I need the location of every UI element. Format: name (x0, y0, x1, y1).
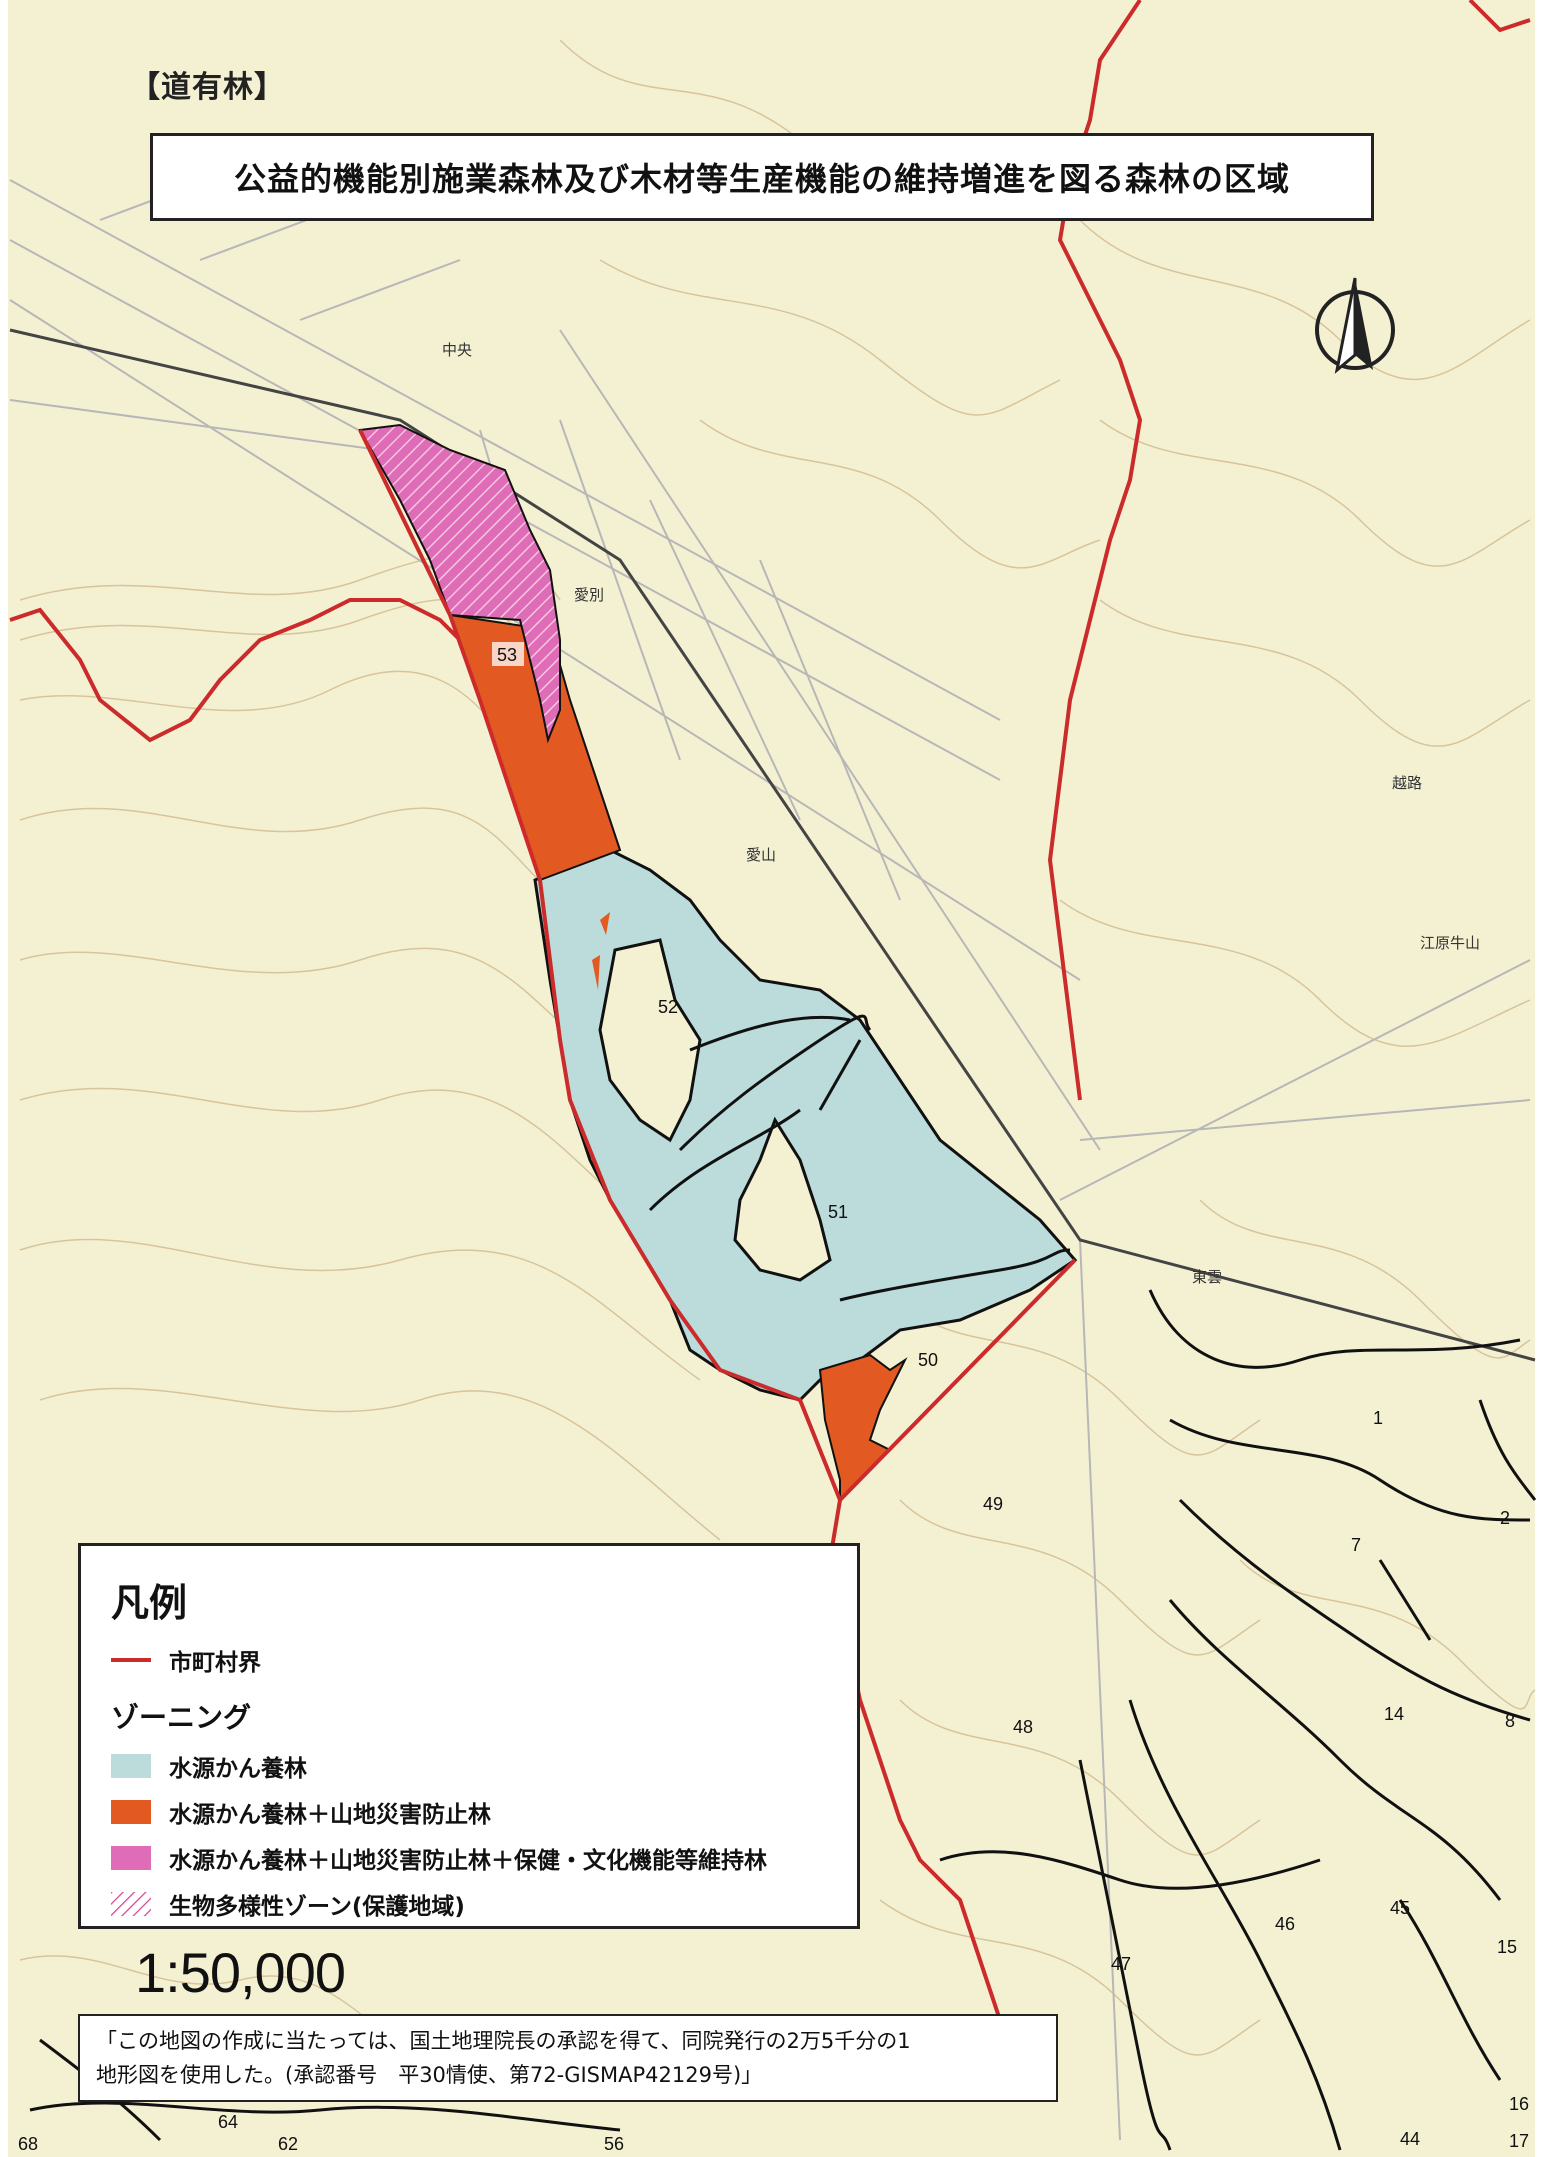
category-label: 【道有林】 (130, 70, 285, 105)
compartment-2: 2 (1500, 1508, 1510, 1528)
compartment-50: 50 (918, 1350, 938, 1370)
zone-water-disaster-health (358, 423, 561, 744)
legend-row-boundary: 市町村界 (111, 1642, 261, 1678)
legend-label-boundary: 市町村界 (169, 1650, 261, 1676)
map-title: 公益的機能別施業森林及び木材等生産機能の維持増進を図る森林の区域 (233, 160, 1290, 198)
legend-title: 凡例 (111, 1581, 188, 1625)
compartment-64: 64 (218, 2112, 238, 2132)
compartment-1: 1 (1373, 1408, 1383, 1428)
place-shinonome: 東雲 (1192, 1268, 1222, 1286)
compartment-labels: 53 52 51 50 49 48 47 46 45 1 2 7 8 14 15… (18, 642, 1529, 2154)
place-aibetsu: 愛別 (574, 586, 604, 604)
compartment-47: 47 (1111, 1954, 1131, 1974)
contour-lines (19, 39, 1536, 2061)
legend-row-biodiversity: 生物多様性ゾーン(保護地域) (111, 1886, 465, 1922)
compartment-49: 49 (983, 1494, 1003, 1514)
legend-row-water-source: 水源かん養林 (111, 1748, 307, 1784)
place-ebaraushi: 江原牛山 (1420, 934, 1480, 952)
zoning-areas (358, 423, 1078, 1701)
compartment-boundaries (29, 1289, 1537, 2151)
place-names: 中央 愛山 越路 東雲 愛別 江原牛山 (442, 341, 1480, 1286)
water-plus-disaster-swatch (111, 1800, 151, 1824)
compartment-68: 68 (18, 2134, 38, 2154)
compartment-14: 14 (1384, 1704, 1404, 1724)
water-disaster-health-swatch (111, 1846, 151, 1870)
compartment-45: 45 (1390, 1898, 1410, 1918)
legend-label-biodiversity: 生物多様性ゾーン(保護地域) (169, 1894, 465, 1920)
compartment-62: 62 (278, 2134, 298, 2154)
legend-row-water-disaster-health: 水源かん養林＋山地災害防止林＋保健・文化機能等維持林 (111, 1840, 767, 1876)
compartment-52: 52 (658, 997, 678, 1017)
compartment-56: 56 (604, 2134, 624, 2154)
compartment-53: 53 (497, 645, 517, 665)
place-chuo: 中央 (442, 341, 472, 359)
place-koshiji: 越路 (1392, 774, 1422, 792)
credit-line-1: 「この地図の作成に当たっては、国土地理院長の承認を得て、同院発行の2万5千分の1 (96, 2029, 911, 2053)
map-scale: 1:50,000 (135, 1941, 346, 2004)
biodiversity-hatch-swatch (111, 1892, 151, 1916)
compartment-17: 17 (1509, 2131, 1529, 2151)
legend-subheading: ゾーニング (111, 1701, 252, 1734)
north-arrow-icon (1315, 277, 1395, 374)
legend-label-water-plus-disaster: 水源かん養林＋山地災害防止林 (169, 1802, 491, 1828)
legend-label-water-disaster-health: 水源かん養林＋山地災害防止林＋保健・文化機能等維持林 (169, 1848, 767, 1874)
railway-line (9, 328, 1536, 1362)
credit-box: 「この地図の作成に当たっては、国土地理院長の承認を得て、同院発行の2万5千分の1… (78, 2014, 1058, 2102)
place-aizan: 愛山 (746, 846, 776, 864)
credit-text: 「この地図の作成に当たっては、国土地理院長の承認を得て、同院発行の2万5千分の1… (96, 2024, 1040, 2092)
water-source-swatch (111, 1754, 151, 1778)
zone-hole-52 (598, 938, 702, 1143)
zone-water-plus-disaster-50 (818, 1353, 908, 1503)
compartment-44: 44 (1400, 2129, 1420, 2149)
compartment-51: 51 (828, 1202, 848, 1222)
credit-line-2: 地形図を使用した。(承認番号 平30情使、第72-GISMAP42129号)」 (96, 2063, 763, 2087)
legend-label-water-source: 水源かん養林 (169, 1756, 307, 1782)
compartment-46: 46 (1275, 1914, 1295, 1934)
legend-row-water-plus-disaster: 水源かん養林＋山地災害防止林 (111, 1794, 491, 1830)
compartment-7: 7 (1351, 1535, 1361, 1555)
title-box: 公益的機能別施業森林及び木材等生産機能の維持増進を図る森林の区域 (150, 133, 1374, 221)
compartment-8: 8 (1505, 1711, 1515, 1731)
boundary-line-swatch (111, 1658, 151, 1662)
compartment-48: 48 (1013, 1717, 1033, 1737)
zone-hole-51 (733, 1116, 832, 1282)
legend: 凡例 市町村界 ゾーニング 水源かん養林 水源かん養林＋山地災害防止林 水源かん… (78, 1543, 860, 1929)
compartment-16: 16 (1509, 2094, 1529, 2114)
compartment-15: 15 (1497, 1937, 1517, 1957)
